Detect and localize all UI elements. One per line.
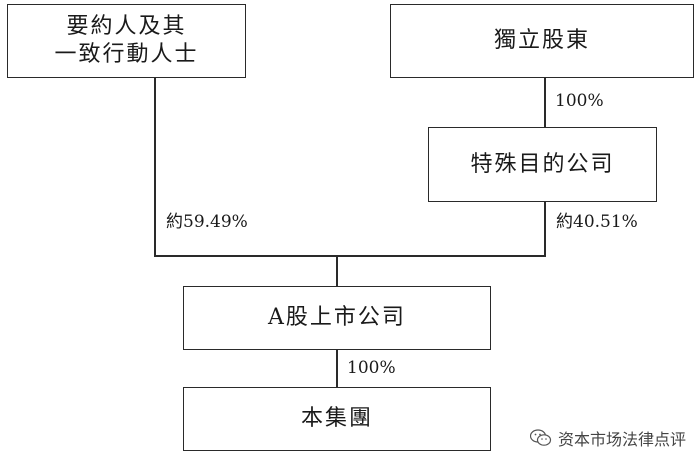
watermark: 资本市场法律点评 xyxy=(529,426,686,450)
special-purpose-company-box: 特殊目的公司 xyxy=(428,127,657,202)
special-purpose-company-label: 特殊目的公司 xyxy=(470,151,615,177)
independent-shareholders-box: 獨立股東 xyxy=(390,4,694,78)
pct-controlling-to-listed: 約59.49% xyxy=(166,212,248,232)
connector-spv-down xyxy=(544,202,546,256)
controlling-shareholders-line2: 一致行動人士 xyxy=(54,42,199,67)
a-share-listed-company-box: A股上市公司 xyxy=(183,286,491,350)
wechat-icon xyxy=(529,429,552,447)
independent-shareholders-label: 獨立股東 xyxy=(493,28,590,53)
pct-independent-to-spv: 100% xyxy=(555,91,604,111)
controlling-shareholders-box: 要約人及其 一致行動人士 xyxy=(7,4,246,78)
watermark-text: 资本市场法律点评 xyxy=(557,430,686,449)
the-group-label: 本集團 xyxy=(300,406,373,431)
connector-independent-to-spv xyxy=(544,78,546,127)
the-group-box: 本集團 xyxy=(183,387,491,451)
connector-horizontal-join xyxy=(154,255,546,257)
pct-listed-to-group: 100% xyxy=(347,358,396,378)
connector-controlling-down xyxy=(154,78,156,256)
pct-spv-to-listed: 約40.51% xyxy=(556,212,638,232)
controlling-shareholders-line1: 要約人及其 xyxy=(66,14,187,39)
a-share-listed-company-label: A股上市公司 xyxy=(268,305,406,330)
connector-listed-to-group xyxy=(336,350,338,387)
connector-join-to-listed xyxy=(336,255,338,286)
